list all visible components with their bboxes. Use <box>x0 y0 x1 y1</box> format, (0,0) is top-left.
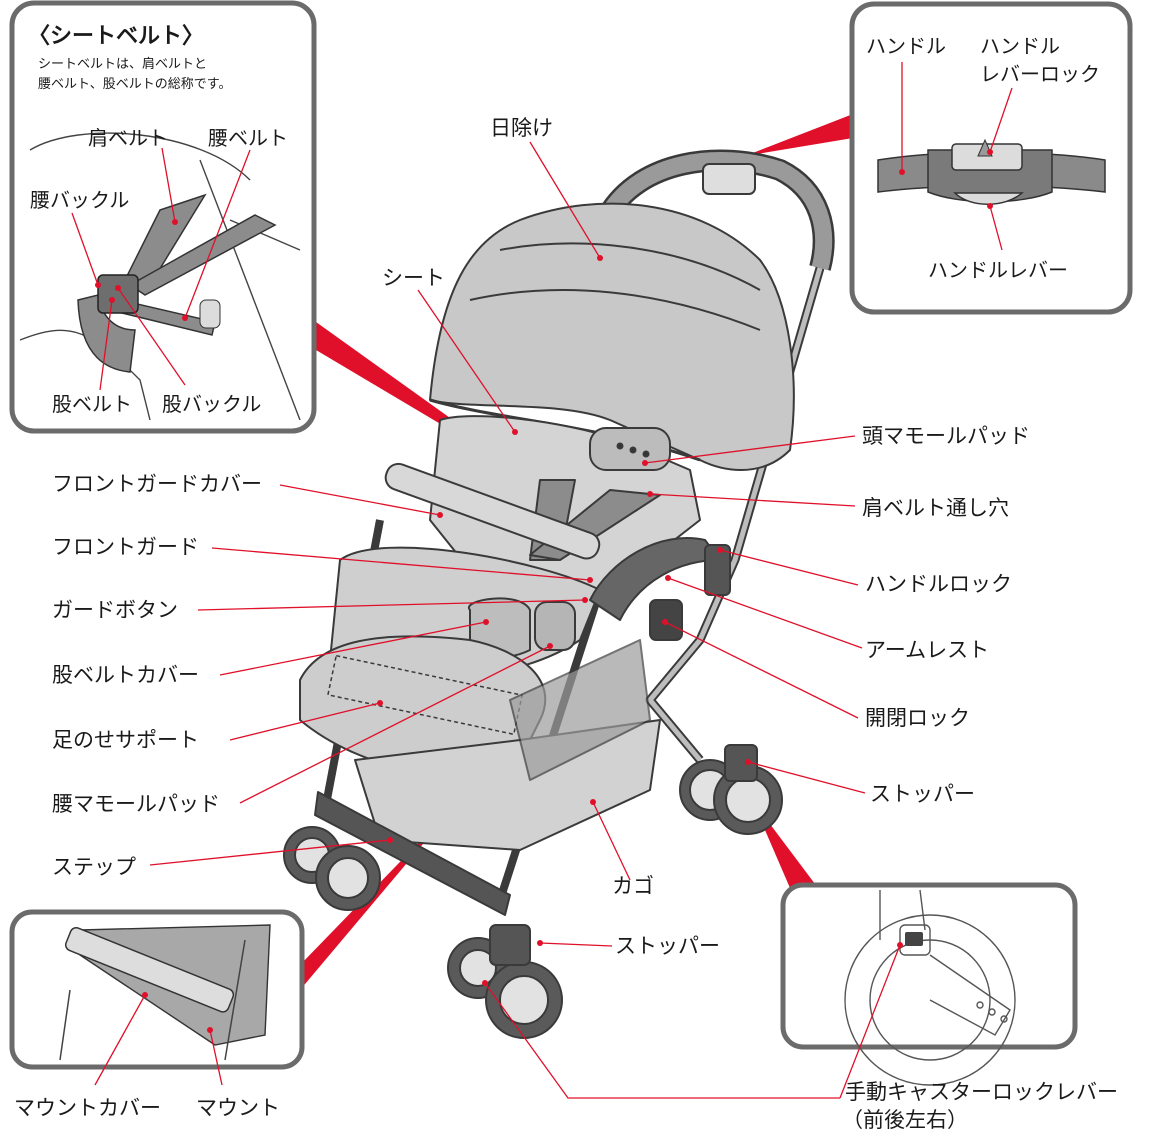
label-caster-lock-2: （前後左右） <box>842 1108 968 1132</box>
label-sunshade: 日除け <box>490 116 553 140</box>
label-stopper-front: ストッパー <box>615 934 720 958</box>
label-inset-handle: ハンドル <box>866 34 946 58</box>
label-stopper-rear: ストッパー <box>870 782 975 806</box>
handle-lock-box <box>704 544 731 596</box>
inset-handle-panel <box>849 1 1133 315</box>
label-front-guard-cover: フロントガードカバー <box>52 472 262 496</box>
label-inset-crotch-belt: 股ベルト <box>52 392 132 416</box>
inset-caster-panel <box>780 882 1078 1086</box>
label-shoulder-belt-hole: 肩ベルト通し穴 <box>862 496 1009 520</box>
handle-lever-box <box>702 163 756 195</box>
label-caster-lock-1: 手動キャスターロックレバー <box>845 1080 1118 1104</box>
inset-mount-bar <box>64 926 235 1013</box>
label-foot-support: 足のせサポート <box>52 728 199 752</box>
rear-wheels <box>679 744 783 835</box>
wedge-handle <box>745 114 853 156</box>
seatbelt-inset-note-2: 腰ベルト、股ベルトの総称です。 <box>38 77 232 92</box>
step-bar <box>314 791 511 916</box>
front-wheels-right <box>447 924 563 1039</box>
label-handle-lock: ハンドルロック <box>865 572 1012 596</box>
label-mount-cover: マウントカバー <box>14 1096 161 1120</box>
label-guard-button: ガードボタン <box>52 598 178 622</box>
inset-caster-lever <box>905 932 923 946</box>
sunshade-canopy <box>429 202 795 471</box>
label-folding-lock: 開閉ロック <box>865 706 970 730</box>
waist-pad <box>534 601 576 651</box>
label-basket: カゴ <box>612 874 654 898</box>
label-inset-waist-belt: 腰ベルト <box>208 126 288 150</box>
inset-seatbelt-panel <box>9 0 317 434</box>
leader-lines <box>149 141 901 1099</box>
label-armrest: アームレスト <box>865 638 990 662</box>
front-wheels-left <box>283 826 381 911</box>
label-inset-waist-buckle: 腰バックル <box>30 188 130 212</box>
inset-shoulder-belt-right <box>128 214 277 296</box>
seatbelt-inset-title: 〈シートベルト〉 <box>28 24 205 49</box>
label-seat: シート <box>382 266 445 290</box>
label-mount: マウント <box>196 1096 280 1120</box>
label-inset-shoulder-belt: 肩ベルト <box>88 126 168 150</box>
label-inset-handle-lever: ハンドルレバー <box>928 258 1068 282</box>
stroller-illustration <box>283 149 835 1039</box>
label-inset-handle-lever-lock-2: レバーロック <box>980 62 1100 86</box>
label-waist-pad: 腰マモールパッド <box>52 792 220 816</box>
seatbelt-inset-note-1: シートベルトは、肩ベルトと <box>38 57 208 72</box>
label-crotch-belt-cover: 股ベルトカバー <box>52 663 199 687</box>
front-guard-bar <box>384 462 601 560</box>
label-inset-crotch-buckle: 股バックル <box>162 392 262 416</box>
label-step: ステップ <box>52 855 136 879</box>
label-head-pad: 頭マモールパッド <box>862 424 1030 448</box>
label-front-guard: フロントガード <box>52 535 199 559</box>
inset-mount-panel <box>9 909 305 1086</box>
label-inset-handle-lever-lock-1: ハンドル <box>980 34 1060 58</box>
leader-dots <box>377 255 903 986</box>
